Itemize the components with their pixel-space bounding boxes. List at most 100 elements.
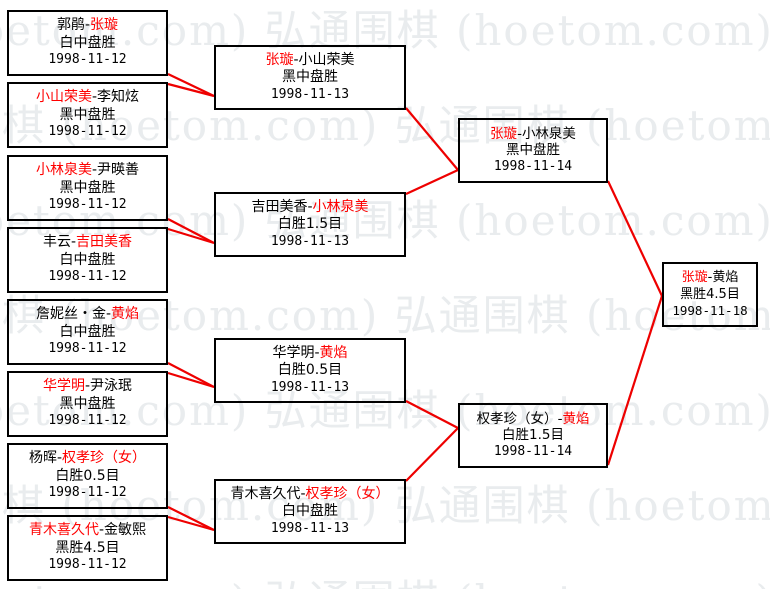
bracket-connector-line (606, 295, 664, 466)
player-separator: - (307, 198, 313, 215)
bracket-connector-line (607, 180, 663, 297)
player-separator: - (557, 410, 563, 427)
player-separator: - (98, 522, 105, 539)
match-result: 白胜1.5目 (277, 216, 343, 233)
player-separator: - (293, 51, 299, 68)
match-date: 1998-11-13 (270, 233, 350, 249)
bracket-connector-line (405, 400, 459, 429)
player-left: 权孝珍（女） (476, 410, 558, 427)
player-left: 小山荣美 (35, 89, 92, 106)
match-result: 黑胜4.5目 (55, 539, 120, 556)
player-left: 郭鹃 (56, 17, 85, 34)
match-result: 黑中盘胜 (506, 142, 560, 159)
player-separator: - (91, 89, 98, 106)
player-left: 杨晖 (28, 450, 57, 467)
match-players: 青木喜久代-金敏熙 (29, 522, 146, 540)
match-players: 华学明-尹泳珉 (43, 378, 132, 396)
match-players: 吉田美香-小林泉美 (251, 199, 368, 217)
match-players: 小林泉美-尹暎善 (36, 162, 139, 180)
match-players: 张璇-小山荣美 (265, 52, 354, 70)
bracket-connector-line (167, 371, 215, 389)
player-separator: - (707, 270, 713, 286)
player-left: 吉田美香 (251, 198, 308, 215)
match-date: 1998-11-12 (48, 197, 127, 213)
player-separator: - (105, 306, 112, 323)
player-separator: - (56, 450, 63, 467)
player-left: 张璇 (681, 270, 708, 286)
player-separator: - (314, 344, 320, 361)
match-result: 黑中盘胜 (59, 179, 116, 196)
match-date: 1998-11-12 (48, 269, 127, 285)
player-right: 尹泳珉 (90, 378, 133, 395)
player-right: 尹暎善 (97, 162, 140, 179)
match-players: 詹妮丝・金-黄焰 (36, 306, 139, 324)
watermark-text: 弘通围棋 (hoetom.com) 弘通围棋 (hoetom.com) 弘通围棋… (0, 580, 770, 589)
player-left: 青木喜久代 (28, 522, 99, 539)
bracket-connector-line (405, 107, 459, 171)
match-date: 1998-11-13 (270, 86, 350, 102)
bracket-connector-line (167, 227, 215, 245)
match-date: 1998-11-12 (48, 124, 127, 140)
match-date: 1998-11-13 (270, 520, 350, 536)
player-right: 小林泉美 (521, 125, 576, 142)
player-separator: - (84, 17, 91, 34)
bracket-connector-line (167, 506, 215, 531)
player-left: 小林泉美 (35, 162, 92, 179)
player-left: 詹妮丝・金 (35, 306, 106, 323)
match-players: 杨晖-权孝珍（女） (29, 450, 146, 468)
bracket-connector-line (167, 73, 215, 97)
match-date: 1998-11-12 (48, 413, 127, 429)
player-right: 小山荣美 (298, 51, 355, 68)
match-result: 白中盘胜 (59, 34, 116, 51)
player-separator: - (91, 162, 98, 179)
player-left: 张璇 (265, 51, 294, 68)
match-players: 张璇-黄焰 (682, 270, 739, 286)
match-players: 权孝珍（女）-黄焰 (477, 411, 590, 428)
player-separator: - (70, 234, 77, 251)
match-result: 白中盘胜 (282, 503, 338, 520)
bracket-connector-line (167, 515, 215, 532)
player-right: 权孝珍（女） (305, 485, 390, 502)
player-right: 吉田美香 (76, 234, 133, 251)
player-right: 黄焰 (111, 306, 140, 323)
player-left: 丰云 (42, 234, 71, 251)
player-left: 华学明 (272, 344, 315, 361)
player-left: 张璇 (490, 125, 518, 142)
player-left: 华学明 (42, 378, 85, 395)
bracket-connector-line (167, 362, 215, 388)
player-right: 金敏熙 (104, 522, 147, 539)
match-date: 1998-11-12 (48, 341, 127, 357)
match-result: 黑胜4.5目 (680, 286, 740, 302)
bracket-connector-line (167, 82, 215, 98)
match-players: 郭鹃-张璇 (57, 17, 118, 35)
player-right: 权孝珍（女） (62, 450, 147, 467)
match-result: 白中盘胜 (59, 251, 116, 268)
match-result: 黑中盘胜 (282, 69, 338, 86)
match-date: 1998-11-18 (672, 302, 748, 318)
player-left: 青木喜久代 (230, 485, 301, 502)
player-separator: - (517, 125, 522, 142)
bracket-connector-line (405, 169, 459, 195)
match-result: 白中盘胜 (59, 323, 116, 340)
player-right: 黄焰 (562, 410, 590, 427)
match-date: 1998-11-14 (493, 444, 573, 460)
bracket-connector-line (167, 218, 215, 244)
player-right: 张璇 (90, 17, 119, 34)
player-separator: - (84, 378, 91, 395)
